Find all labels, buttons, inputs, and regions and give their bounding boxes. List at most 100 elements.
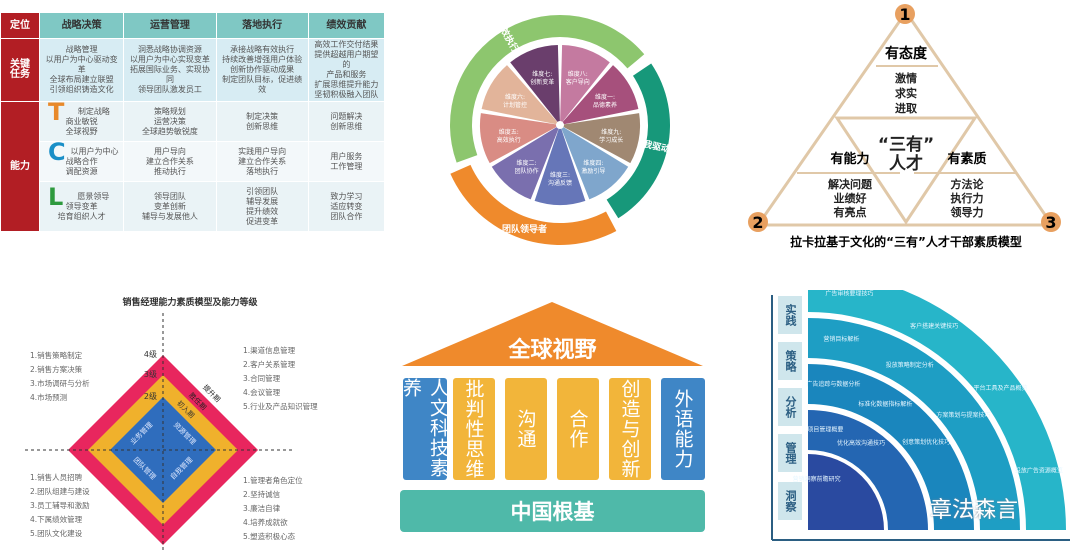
left-title: 有能力: [830, 151, 869, 167]
band-text: 广告追踪与数据分析: [806, 380, 860, 388]
competency-item: 1.渠道信息管理: [243, 345, 296, 355]
corner-header: 定位: [0, 12, 40, 39]
ability-cell: 问题解决 创新思维: [307, 101, 386, 142]
band-text: 营销目标解析: [823, 335, 859, 343]
top-title: 有态度: [885, 45, 928, 62]
ring-segment: [450, 164, 617, 245]
number-1: 1: [899, 5, 910, 24]
ability-cell: 领导团队 变革创新 辅导与发展他人: [123, 181, 217, 232]
level-label: 策略: [778, 342, 802, 380]
number-badge: [1041, 212, 1061, 232]
competency-item: 3.市场调研与分析: [30, 378, 90, 388]
band-text: 创意策划优化技巧: [902, 438, 950, 446]
level-label: 4级: [144, 349, 157, 359]
pillar: 沟通: [505, 378, 547, 480]
right-items: 方法论执行力领导力: [950, 177, 985, 219]
pillar: 外语能力: [661, 378, 705, 480]
band-text: 平台工具及产品概览: [974, 384, 1028, 392]
number-3: 3: [1045, 213, 1056, 232]
col-header: 战略决策: [38, 12, 125, 39]
number-badge: [895, 4, 915, 24]
tcl-competency-table: 定位 战略决策 运营管理 落地执行 绩效贡献 关键 任务 战略管理 以用户为中心…: [0, 12, 386, 232]
band-text: 方案策划与提案技巧: [936, 411, 990, 419]
top-items: 激情求实进取: [895, 71, 917, 115]
competency-item: 5.塑造积极心态: [243, 531, 296, 541]
left-items: 解决问题业绩好有亮点: [828, 177, 873, 219]
wheel-slice: [534, 128, 586, 205]
task-cell: 承接战略有效执行 持续改善增强用户体验 创新协作驱动成果 制定团队目标，促进绩效: [215, 38, 309, 102]
ability-cell: 制定决策 创新思维: [215, 101, 309, 142]
ability-cell: 致力学习 适应转变 团队合作: [307, 181, 386, 232]
competency-item: 5.行业及产品知识管理: [243, 401, 318, 411]
pillar: 人文科技素养: [400, 378, 449, 480]
competency-item: 4.下属绩效管理: [30, 514, 83, 524]
task-cell: 高效工作交付结果 提供超越用户期望的 产品和服务 扩展思维提升能力 坚韧积极融入…: [307, 38, 386, 102]
slice-label: 维度九:学习成长: [599, 128, 623, 144]
wheel-slice: [562, 65, 639, 125]
band-text: 标准化数据指标解析: [858, 400, 912, 408]
slice-label: 维度二:团队协作: [515, 159, 539, 175]
band-text: 项目管理概要: [807, 426, 843, 434]
band-text: 优化高效沟通技巧: [837, 439, 885, 447]
pillar: 合作: [557, 378, 599, 480]
triangle-caption: 拉卡拉基于文化的“三有”人才干部素质模型: [790, 234, 1022, 249]
level-label: 2级: [144, 391, 157, 401]
competency-item: 4.市场预测: [30, 392, 67, 402]
slice-label: 维度一:品德素养: [593, 93, 617, 109]
slice-label: 维度四:激励引导: [581, 159, 605, 175]
center-label: “三有”人才: [878, 134, 934, 174]
competency-item: 2.坚持诚信: [243, 489, 281, 499]
wheel-slice: [491, 127, 559, 200]
band-text: 投放广告资源概览: [1015, 466, 1063, 474]
slice-label: 维度七:创新变革: [530, 70, 554, 86]
number-2: 2: [752, 213, 763, 232]
task-row-header: 关键 任务: [0, 38, 40, 102]
pillar: 创造与创新: [609, 378, 651, 480]
ability-cell: 实践用户导向 建立合作关系 落地执行: [215, 141, 309, 182]
competency-item: 2.销售方案决策: [30, 364, 83, 374]
competency-item: 4.培养成就欲: [243, 517, 288, 527]
band: [808, 318, 1020, 530]
col-header: 运营管理: [123, 12, 217, 39]
level-label: 洞察: [778, 482, 802, 520]
pillar: 批判性思维: [453, 378, 495, 480]
task-cell: 洞悉战略协调资源 以用户为中心实现变革 拓展国际业务、实现协同 领导团队激发员工: [123, 38, 217, 102]
wheel-slice: [561, 127, 629, 200]
band: [808, 364, 974, 530]
col-header: 绩效贡献: [307, 12, 386, 39]
wheel-slice: [563, 113, 640, 164]
competency-item: 2.客户关系管理: [243, 359, 296, 369]
task-cell: 战略管理 以用户为中心驱动变革 全球布局建立联盟 引领组织铸造文化: [38, 38, 125, 102]
wheel-slice: [480, 113, 557, 164]
ability-cell: 愿景领导 领导变革 培育组织人才: [57, 191, 110, 221]
ring-label: 团队领导者: [502, 223, 547, 235]
band: [808, 410, 928, 530]
watermark: 章法森言: [930, 498, 1019, 523]
band: [808, 454, 884, 530]
competency-item: 5.团队文化建设: [30, 528, 83, 538]
sales-manager-diamond: 销售经理能力素质模型及能力等级 4级3级2级提升期胜任期初入期业务管理资源管理团…: [25, 296, 318, 550]
competency-wheel: 高效执行者自我驱动者团队领导者维度八:客户导向维度一:品德素养维度九:学习成长维…: [450, 14, 680, 245]
competency-item: 1.销售人员招聘: [30, 472, 83, 482]
competency-item: 3.员工辅导和激励: [30, 500, 90, 510]
ring-segment: [606, 63, 670, 219]
slice-label: 维度八:客户导向: [566, 70, 590, 86]
slice-label: 维度六:计划管控: [503, 93, 527, 109]
ring-segment: [450, 14, 645, 163]
band-text: 广告审核要理技巧: [825, 290, 873, 298]
roof: [402, 302, 703, 366]
inner-triangle: [834, 116, 978, 225]
level-label: 管理: [778, 434, 802, 472]
right-title: 有素质: [947, 151, 986, 167]
slice-label: 维度五:高效执行: [497, 128, 521, 144]
roof-label: 全球视野: [508, 338, 597, 363]
diamond-title: 销售经理能力素质模型及能力等级: [122, 296, 258, 308]
competency-item: 2.团队组建与建设: [30, 486, 90, 496]
competency-item: 4.会议管理: [243, 387, 281, 397]
wheel-slice: [510, 45, 560, 122]
ability-cell: 用户服务 工作管理: [307, 141, 386, 182]
ability-row-header: 能力: [0, 101, 40, 232]
band-text: 客户搭建关键技巧: [910, 322, 958, 330]
level-label: 实践: [778, 296, 802, 334]
